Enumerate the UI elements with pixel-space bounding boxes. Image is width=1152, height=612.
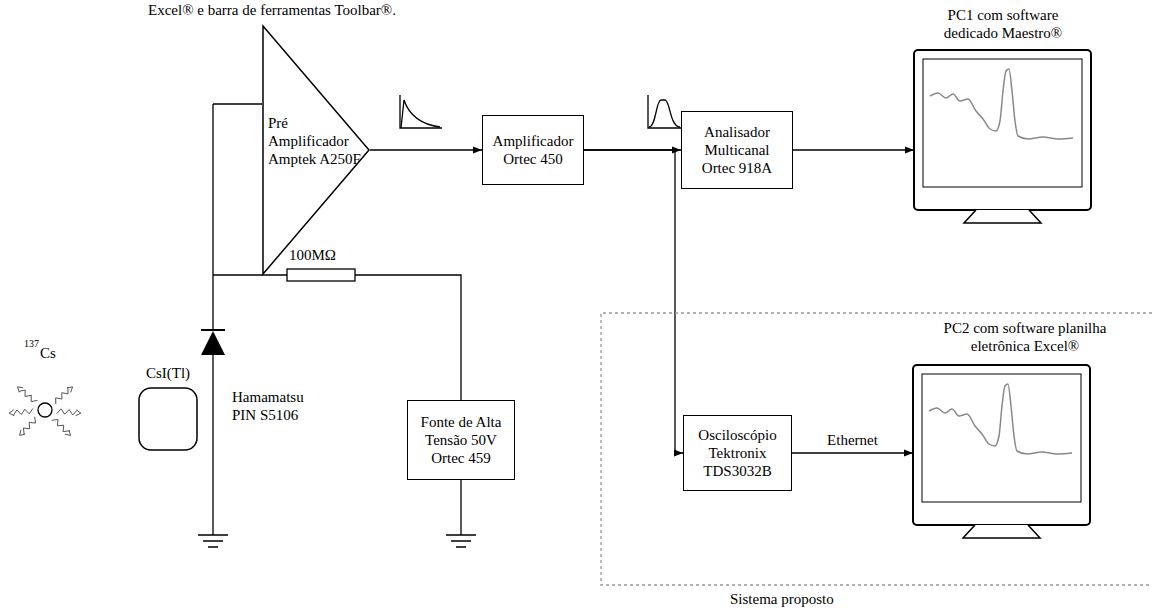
ground-symbol	[446, 535, 476, 547]
node-text: Pré Amplificador Amptek A250F	[268, 114, 368, 168]
isotope-symbol-holder: Cs	[40, 344, 56, 362]
preamp-input-wire	[213, 103, 262, 104]
preamplifier-triangle-outline	[262, 25, 370, 275]
node-text: Sistema proposto	[730, 590, 834, 608]
node-text: Fonte de Alta Tensão 50V Ortec 459	[414, 413, 508, 467]
signal-arrow	[584, 150, 683, 453]
monitor-screen	[923, 59, 1082, 187]
diode-bar	[201, 329, 225, 331]
node-text: Osciloscópio Tektronix TDS3032B	[690, 426, 785, 480]
supply-ground-wire	[460, 480, 461, 535]
signal-arrow	[792, 452, 913, 453]
radiation-ray	[52, 420, 70, 432]
resistor-symbol	[287, 269, 355, 281]
radiation-rays	[9, 387, 81, 436]
monitor-frame	[914, 50, 1091, 210]
edge-label-holder: Ethernet	[825, 431, 880, 449]
isotope-symbol: Cs	[40, 344, 56, 362]
radiation-arrowhead	[20, 430, 26, 436]
radioactive-source	[38, 403, 52, 417]
radiation-arrowhead	[9, 410, 14, 416]
oscilloscope-box: Osciloscópio Tektronix TDS3032B	[683, 415, 792, 491]
power-supply-box: Fonte de Alta Tensão 50V Ortec 459	[407, 400, 515, 480]
radiation-ray	[19, 390, 38, 402]
radiation-ray	[23, 417, 35, 435]
node-text: CsI(Tl)	[132, 364, 204, 382]
crystal-outline	[139, 388, 197, 450]
monitor-frame	[913, 365, 1090, 525]
dashed-boundary	[601, 313, 1152, 585]
cut-off-caption: Excel® e barra de ferramentas Toolbar®.	[148, 1, 396, 19]
resistor-value-holder: 100MΩ	[289, 246, 336, 264]
cut-off-caption-holder: Excel® e barra de ferramentas Toolbar®.	[148, 1, 396, 19]
radiation-arrowhead	[76, 410, 81, 416]
node-text: PC2 com software planilha eletrônica Exc…	[925, 319, 1125, 355]
bias-wire	[213, 274, 287, 275]
amplifier-triangle	[263, 26, 369, 274]
monitor-screen	[922, 374, 1081, 502]
radiation-ray	[13, 409, 32, 416]
amplifier-box: Amplificador Ortec 450	[482, 115, 584, 185]
spectrum-curve	[930, 69, 1073, 139]
pulse-axes	[648, 95, 684, 128]
monitor-drawing	[913, 365, 1090, 538]
spectrum-curve	[929, 384, 1072, 454]
radiation-ray	[57, 409, 77, 415]
radiation-ray	[56, 388, 68, 405]
proposed-system-region-outline	[600, 312, 1152, 612]
monitor-stand	[964, 210, 1041, 223]
preamp-pulse-icon	[401, 100, 440, 128]
diode-cathode-wire	[212, 104, 213, 331]
photodiode-label-holder: Hamamatsu PIN S5106	[232, 388, 304, 424]
edge-label: Ethernet	[825, 431, 880, 449]
photodiode-label: Hamamatsu PIN S5106	[232, 388, 304, 424]
signal-arrow	[793, 149, 914, 150]
isotope-mass-number: 137	[24, 338, 39, 350]
scintillator-crystal: CsI(Tl)	[132, 360, 204, 455]
shaped-pulse-icon	[649, 100, 680, 127]
radiation-arrowhead	[65, 430, 71, 436]
ground-symbol	[198, 535, 228, 547]
monitor-stand	[963, 525, 1040, 538]
monitor-drawing	[914, 50, 1091, 223]
pulse-axes	[400, 95, 442, 128]
bias-wire	[355, 275, 461, 400]
computer-monitor: PC1 com software dedicado Maestro®	[908, 2, 1098, 232]
resistor-value: 100MΩ	[289, 246, 336, 264]
proposed-system-region: Osciloscópio Tektronix TDS3032B PC2 com s…	[600, 312, 1152, 612]
preamplifier-triangle: Pré Amplificador Amptek A250F	[262, 25, 370, 275]
isotope-mass-number-holder: 137	[24, 338, 39, 350]
analyzer-box: Analisador Multicanal Ortec 918A	[681, 111, 793, 189]
radiation-arrowhead	[17, 387, 23, 393]
radiation-arrowhead	[67, 387, 73, 393]
diode-symbol	[201, 331, 225, 355]
signal-arrow	[370, 149, 482, 150]
node-text: Amplificador Ortec 450	[489, 132, 577, 168]
diode-anode-wire	[212, 355, 213, 535]
computer-monitor: PC2 com software planilha eletrônica Exc…	[905, 315, 1145, 543]
node-text: PC1 com software dedicado Maestro®	[933, 6, 1073, 42]
node-text: Analisador Multicanal Ortec 918A	[688, 123, 786, 177]
